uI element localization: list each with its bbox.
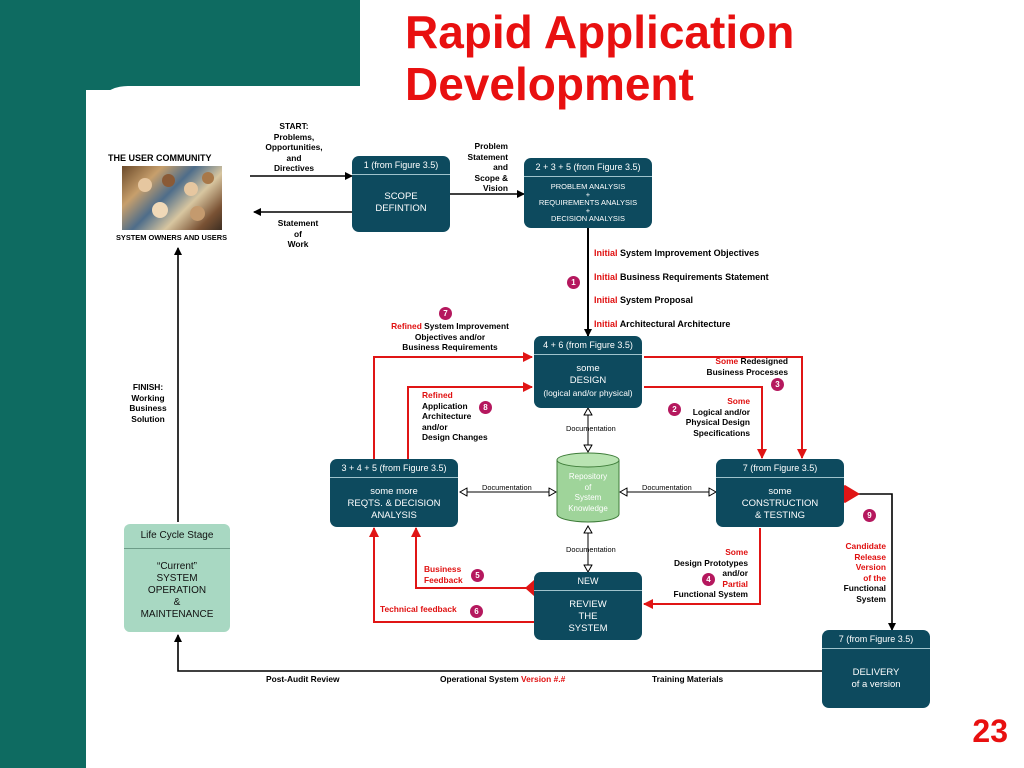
title-line-1: Rapid Application <box>405 6 795 58</box>
step-badge-7: 7 <box>439 307 452 320</box>
arrow-reqts-to-design-refined <box>373 352 533 460</box>
arrow-design-to-construction-specs <box>644 386 767 459</box>
operational-system-label: Operational System Version #.# <box>440 674 566 684</box>
step-badge-5: 5 <box>471 569 484 582</box>
title-line-2: Development <box>405 58 694 110</box>
arrow-review-business-feedback <box>411 527 534 589</box>
box-header: 7 (from Figure 3.5) <box>716 459 844 478</box>
training-materials-label: Training Materials <box>652 674 724 684</box>
documentation-label-bottom: Documentation <box>566 545 616 554</box>
problem-analysis-box[interactable]: 2 + 3 + 5 (from Figure 3.5) PROBLEM ANAL… <box>524 158 652 228</box>
refined-objectives-label: Refined System Improvement Objectives an… <box>391 321 509 352</box>
arrow-construction-to-review <box>643 528 761 609</box>
step-badge-2: 2 <box>668 403 681 416</box>
slide-title: Rapid Application Development <box>405 6 794 110</box>
documentation-label-right: Documentation <box>642 483 692 492</box>
design-prototypes-label: Some Design Prototypes and/or Partial Fu… <box>673 547 748 599</box>
redesigned-processes-label: Some Redesigned Business Processes <box>706 356 788 377</box>
step-badge-9: 9 <box>863 509 876 522</box>
technical-feedback-label: Technical feedback <box>380 604 457 614</box>
documentation-label-top: Documentation <box>566 424 616 433</box>
user-community-photo <box>122 166 222 230</box>
lifecycle-header: Life Cycle Stage <box>124 524 230 549</box>
documentation-label-left: Documentation <box>482 483 532 492</box>
arrow-construction-to-delivery <box>858 493 896 631</box>
step-badge-1: 1 <box>567 276 580 289</box>
user-community-title: THE USER COMMUNITY <box>108 153 212 163</box>
box-body: PROBLEM ANALYSIS+REQUIREMENTS ANALYSIS+D… <box>538 182 638 223</box>
step-badge-3: 3 <box>771 378 784 391</box>
step-badge-6: 6 <box>470 605 483 618</box>
candidate-release-label: Candidate Release Version of the Functio… <box>843 541 886 604</box>
box-header: 1 (from Figure 3.5) <box>352 156 450 175</box>
arrow-postaudit-return <box>174 634 822 672</box>
repository-cylinder <box>556 452 620 523</box>
box-header: NEW <box>534 572 642 591</box>
arrow-review-technical-feedback <box>369 527 534 623</box>
left-band <box>0 0 86 768</box>
user-community-caption: SYSTEM OWNERS AND USERS <box>116 233 228 242</box>
arrow-reqts-to-design-arch <box>407 382 533 460</box>
step-badge-8: 8 <box>479 401 492 414</box>
page-number: 23 <box>972 713 1008 749</box>
box-header: 4 + 6 (from Figure 3.5) <box>534 336 642 355</box>
box-header: 2 + 3 + 5 (from Figure 3.5) <box>524 158 652 177</box>
box-header: 3 + 4 + 5 (from Figure 3.5) <box>330 459 458 478</box>
post-audit-label: Post-Audit Review <box>266 674 340 684</box>
initial-deliverables: Initial System Improvement Objectives In… <box>594 248 769 329</box>
step-badge-4: 4 <box>702 573 715 586</box>
arrow-design-to-construction-processes <box>644 356 807 459</box>
box-header: 7 (from Figure 3.5) <box>822 630 930 649</box>
